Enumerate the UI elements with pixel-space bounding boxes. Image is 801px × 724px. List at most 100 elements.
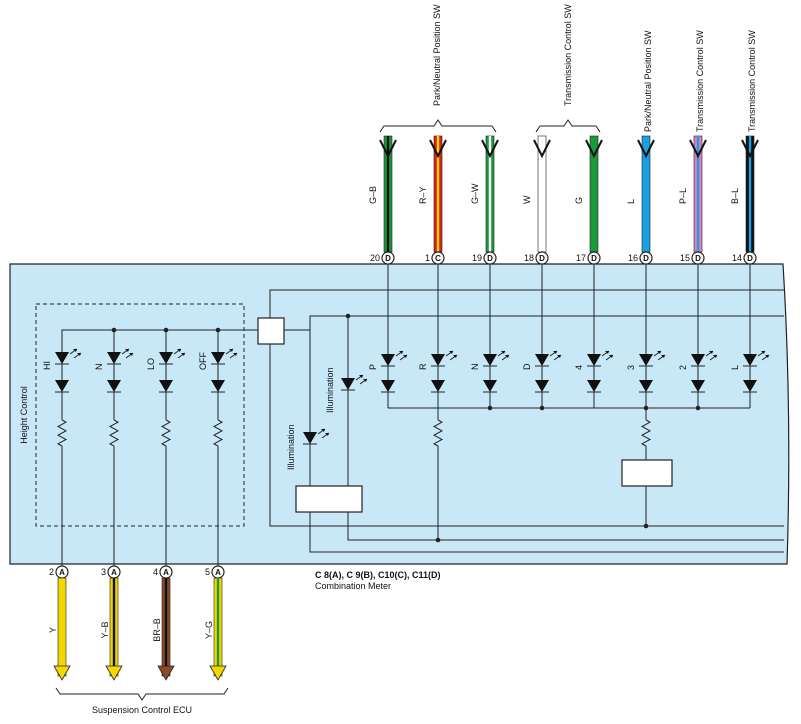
led-ray-head	[181, 353, 185, 356]
wire-harness	[157, 577, 175, 681]
height-led-label: OFF	[198, 352, 208, 370]
led-ray-head	[761, 351, 765, 354]
arrow-icon	[157, 665, 175, 681]
junction-dot	[539, 405, 545, 411]
wire-color-code: P–L	[678, 188, 688, 204]
indicator-led-label: L	[730, 365, 740, 370]
led-icon	[587, 354, 601, 366]
arrow-icon	[481, 139, 499, 159]
diode-icon	[159, 380, 173, 392]
top-group-label-5: Transmission Control SW	[747, 30, 757, 132]
wire	[309, 512, 784, 553]
wire	[269, 289, 784, 318]
top-wire-harness: D20G–BC1R–YD19G–WD18WD17GD16LD15P–LD14B–…	[368, 119, 759, 265]
indicator-led-label: D	[522, 363, 532, 370]
led-icon	[743, 354, 757, 366]
diode-icon	[483, 380, 497, 392]
height-led-label: N	[94, 364, 104, 371]
led-rays-icon	[497, 350, 510, 361]
led-rays-icon	[121, 348, 134, 359]
indicator-module	[621, 459, 673, 487]
led-ray-head	[321, 429, 325, 432]
led-ray-head	[363, 379, 367, 382]
arrow-icon	[637, 139, 655, 159]
arrow-icon	[379, 139, 397, 159]
wire-body	[537, 135, 547, 253]
arrow-icon	[53, 665, 71, 681]
led-icon	[55, 352, 69, 364]
pin-number: 15	[680, 253, 690, 263]
connector-letter: D	[747, 254, 753, 263]
connector-pin	[691, 251, 705, 265]
meter-connectors-label: C 8(A), C 9(B), C10(C), C11(D)	[315, 570, 441, 580]
pin-number: 14	[732, 253, 742, 263]
wire-color-code: G	[574, 197, 584, 204]
wire-color-code: G–W	[470, 183, 480, 204]
led-rays-icon	[173, 348, 186, 359]
resistor-icon	[56, 419, 68, 447]
junction-dot	[487, 405, 493, 411]
diode-icon	[107, 380, 121, 392]
led-ray-head	[609, 355, 613, 358]
led-rays-icon	[705, 350, 718, 361]
connector-pin	[483, 251, 497, 265]
connector-pin	[639, 251, 653, 265]
pin-number: 16	[628, 253, 638, 263]
junction-dot	[435, 537, 441, 543]
led-ray-head	[453, 355, 457, 358]
wire-harness	[585, 135, 603, 253]
wire-stripe	[164, 578, 168, 676]
diode-icon	[211, 380, 225, 392]
led-ray-head	[557, 355, 561, 358]
wire-harness	[741, 135, 759, 253]
led-ray-head	[605, 351, 609, 354]
led-rays-icon	[757, 350, 770, 361]
diode-icon	[55, 380, 69, 392]
arrow-icon	[105, 665, 123, 681]
arrow-icon	[741, 139, 759, 159]
pin-number: 2	[49, 567, 54, 577]
pin-number: 18	[524, 253, 534, 263]
wire-harness	[429, 135, 447, 253]
led-ray-head	[359, 375, 363, 378]
junction-dot	[695, 405, 701, 411]
illumination-label-2: Illumination	[325, 367, 335, 413]
pin-number: 1	[425, 253, 430, 263]
connector-pin	[743, 251, 757, 265]
led-ray-head	[399, 351, 403, 354]
arrow-icon	[429, 139, 447, 159]
pin-number: 3	[101, 567, 106, 577]
wire-color-code: L	[626, 199, 636, 204]
led-rays-icon	[355, 374, 368, 385]
led-icon	[107, 352, 121, 364]
connector-letter: D	[591, 254, 597, 263]
pin-number: 4	[153, 567, 158, 577]
arrow-icon	[689, 139, 707, 159]
led-rays-icon	[445, 350, 458, 361]
illumination-label-1: Illumination	[286, 424, 296, 470]
top-group-label-2: Transmission Control SW	[563, 4, 573, 106]
led-ray-head	[229, 349, 233, 352]
wire-color-code: BR–B	[152, 618, 162, 642]
height-control-label: Height Control	[19, 386, 29, 444]
led-icon	[535, 354, 549, 366]
diode-icon	[381, 380, 395, 392]
arrow-icon	[533, 139, 551, 159]
top-group-label-3: Park/Neutral Position SW	[643, 30, 653, 132]
led-ray-head	[657, 351, 661, 354]
led-icon	[691, 354, 705, 366]
meter-name-label: Combination Meter	[315, 581, 391, 591]
arrow-icon	[209, 665, 227, 681]
led-ray-head	[177, 349, 181, 352]
connector-letter: A	[59, 568, 65, 577]
wire-color-code: B–L	[730, 188, 740, 204]
junction-dot	[111, 327, 117, 333]
led-icon	[483, 354, 497, 366]
group-brace	[535, 119, 601, 133]
wire-stripe	[216, 578, 220, 676]
connector-letter: A	[163, 568, 169, 577]
led-ray-head	[713, 355, 717, 358]
